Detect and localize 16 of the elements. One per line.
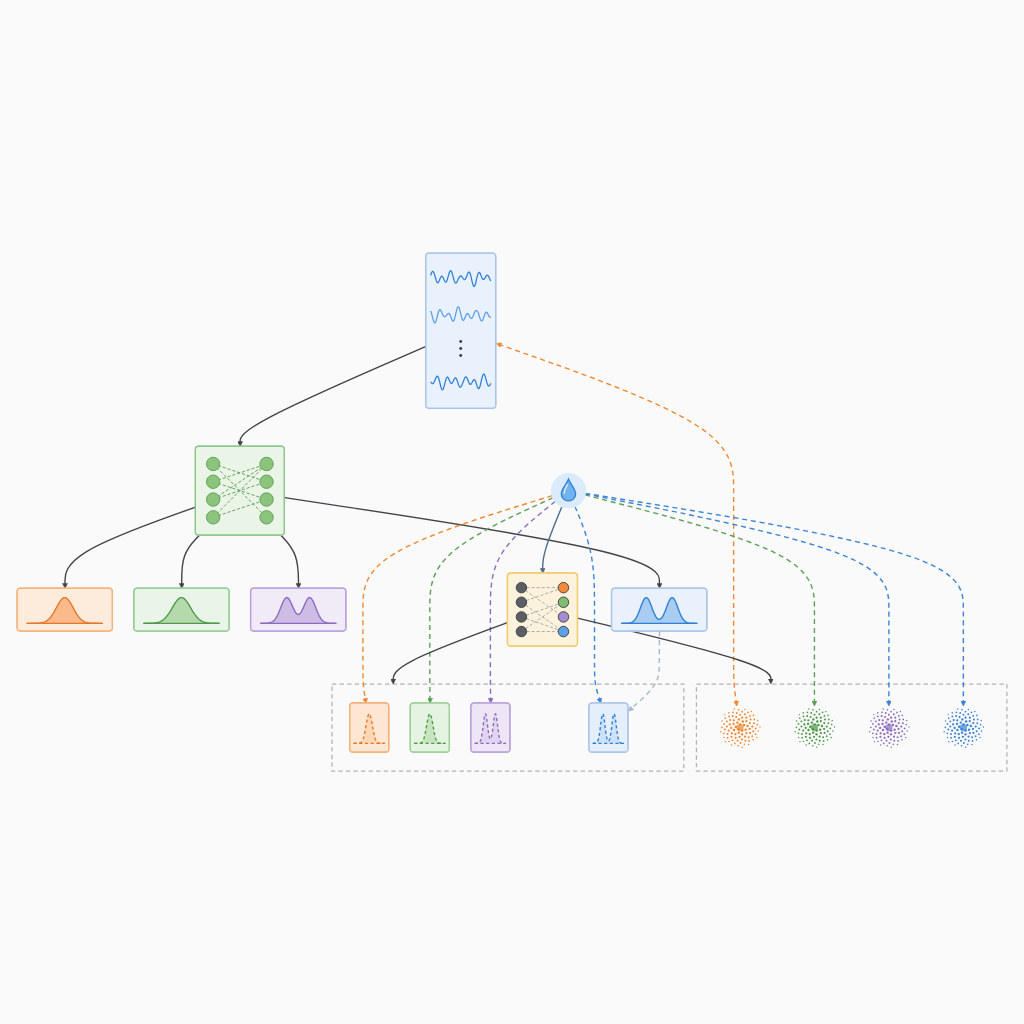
dashed-arrow (574, 505, 602, 704)
dashed-arrow (584, 494, 818, 707)
dashed-arrow (362, 494, 553, 704)
water-drop-icon (550, 472, 587, 509)
dashed-arrow (496, 342, 739, 707)
dashed-arrow (584, 493, 892, 707)
arrow (280, 534, 302, 589)
scatter-cloud-icon (794, 708, 836, 748)
dashed-arrow (628, 630, 661, 712)
scatter-cloud-icon (943, 708, 985, 748)
arrow (539, 505, 563, 574)
dashed-arrow (427, 496, 554, 704)
arrow (179, 534, 200, 589)
scatter-cloud-icon (720, 708, 761, 748)
scatter-cloud-icon (868, 708, 910, 748)
dashed-arrow (487, 500, 556, 704)
